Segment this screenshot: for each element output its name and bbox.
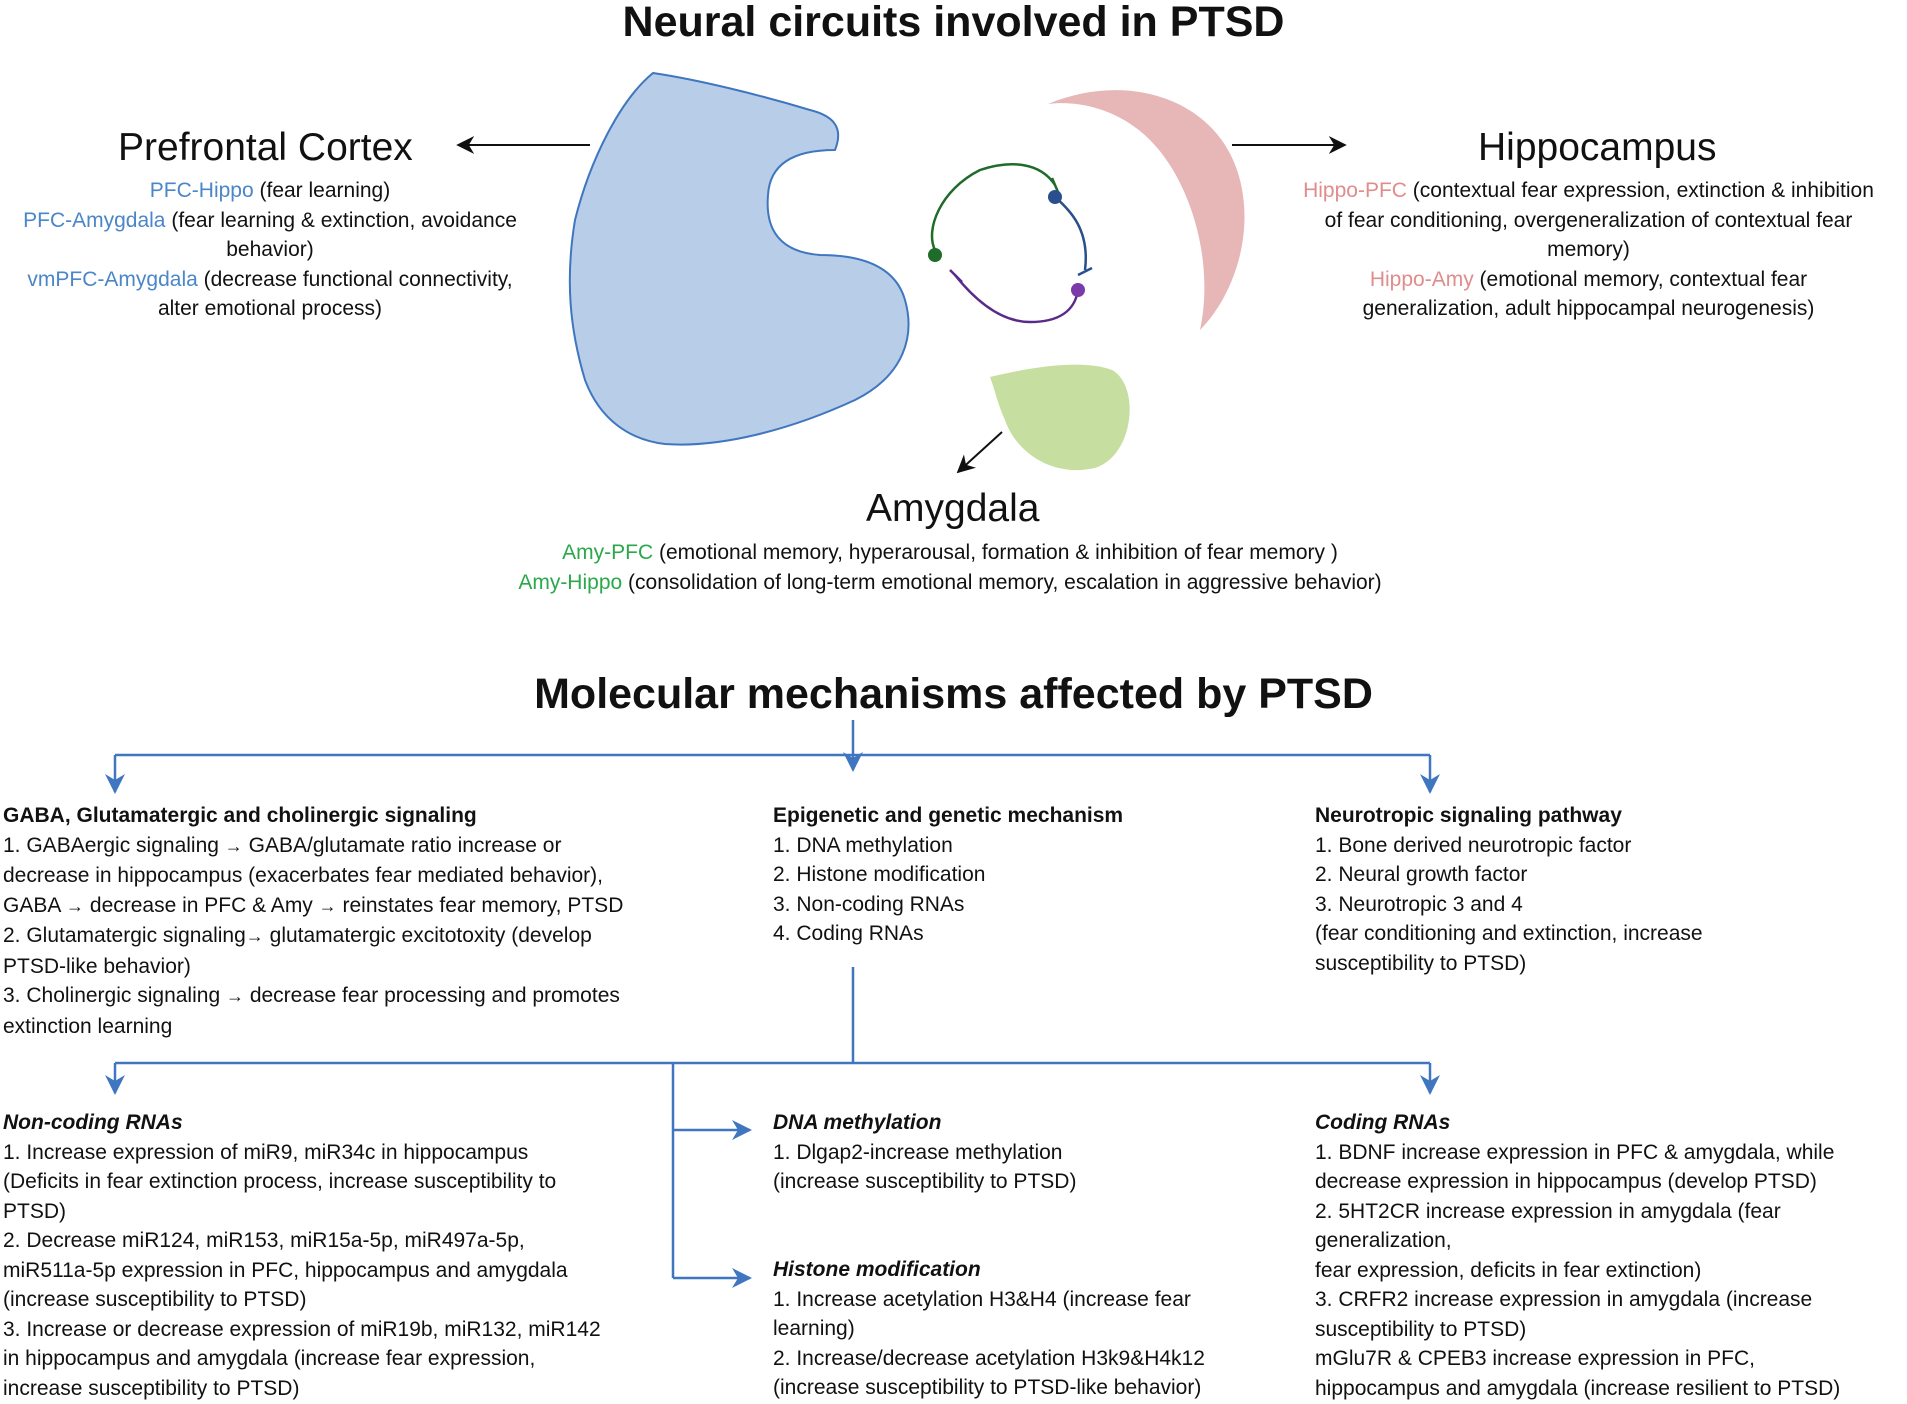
arrow-to-amygdala xyxy=(956,431,1003,474)
hippocampus-connections: Hippo-PFC (contextual fear expression, e… xyxy=(1270,176,1907,324)
pfc-line: behavior) xyxy=(226,238,314,261)
molecular-title: Molecular mechanisms affected by PTSD xyxy=(534,670,1373,718)
pfc-region-label: Prefrontal Cortex xyxy=(118,126,413,169)
pfc-connections: PFC-Hippo (fear learning) PFC-Amygdala (… xyxy=(0,176,540,324)
histone-heading: Histone modification xyxy=(773,1258,981,1281)
neurotropic-block: Neurotropic signaling pathway 1. Bone de… xyxy=(1315,801,1703,978)
pfc-brain-region-shape xyxy=(568,71,910,446)
pfc-line: PFC-Hippo (fear learning) xyxy=(149,179,391,202)
hippocampus-region-shape xyxy=(1048,90,1245,331)
pfc-line: alter emotional process) xyxy=(157,297,383,320)
neural-circuit-icon xyxy=(928,163,1093,324)
neurotropic-heading: Neurotropic signaling pathway xyxy=(1315,804,1622,827)
hippo-line: of fear conditioning, overgeneralization… xyxy=(1324,208,1853,232)
amygdala-region-label: Amygdala xyxy=(866,487,1040,530)
amygdala-connections: Amy-PFC (emotional memory, hyperarousal,… xyxy=(380,538,1520,597)
hippocampus-region-label: Hippocampus xyxy=(1478,126,1717,169)
noncoding-rna-block: Non-coding RNAs 1. Increase expression o… xyxy=(3,1108,601,1403)
amy-line: Amy-PFC (emotional memory, hyperarousal,… xyxy=(562,541,1338,564)
hippo-line: memory) xyxy=(1547,238,1630,261)
histone-modification-block: Histone modification 1. Increase acetyla… xyxy=(773,1255,1205,1403)
gaba-signaling-block: GABA, Glutamatergic and cholinergic sign… xyxy=(3,801,623,1041)
dna-methylation-heading: DNA methylation xyxy=(773,1111,942,1134)
epigenetic-block: Epigenetic and genetic mechanism 1. DNA … xyxy=(773,801,1123,949)
flow-connectors xyxy=(105,720,1440,1288)
hippo-line: Hippo-Amy (emotional memory, contextual … xyxy=(1369,267,1808,291)
pfc-line: PFC-Amygdala (fear learning & extinction… xyxy=(23,208,517,232)
coding-heading: Coding RNAs xyxy=(1315,1111,1451,1134)
hippo-line: generalization, adult hippocampal neurog… xyxy=(1362,297,1815,320)
epigenetic-heading: Epigenetic and genetic mechanism xyxy=(773,804,1124,827)
coding-rna-block: Coding RNAs 1. BDNF increase expression … xyxy=(1315,1108,1840,1403)
dna-methylation-block: DNA methylation 1. Dlgap2-increase methy… xyxy=(773,1108,1076,1197)
amy-line: Amy-Hippo (consolidation of long-term em… xyxy=(518,570,1382,594)
circuits-title: Neural circuits involved in PTSD xyxy=(622,0,1285,46)
gaba-heading: GABA, Glutamatergic and cholinergic sign… xyxy=(3,804,477,827)
hippo-line: Hippo-PFC (contextual fear expression, e… xyxy=(1303,179,1874,202)
amygdala-region-shape xyxy=(990,364,1130,471)
noncoding-heading: Non-coding RNAs xyxy=(3,1111,183,1134)
pfc-line: vmPFC-Amygdala (decrease functional conn… xyxy=(27,267,513,291)
